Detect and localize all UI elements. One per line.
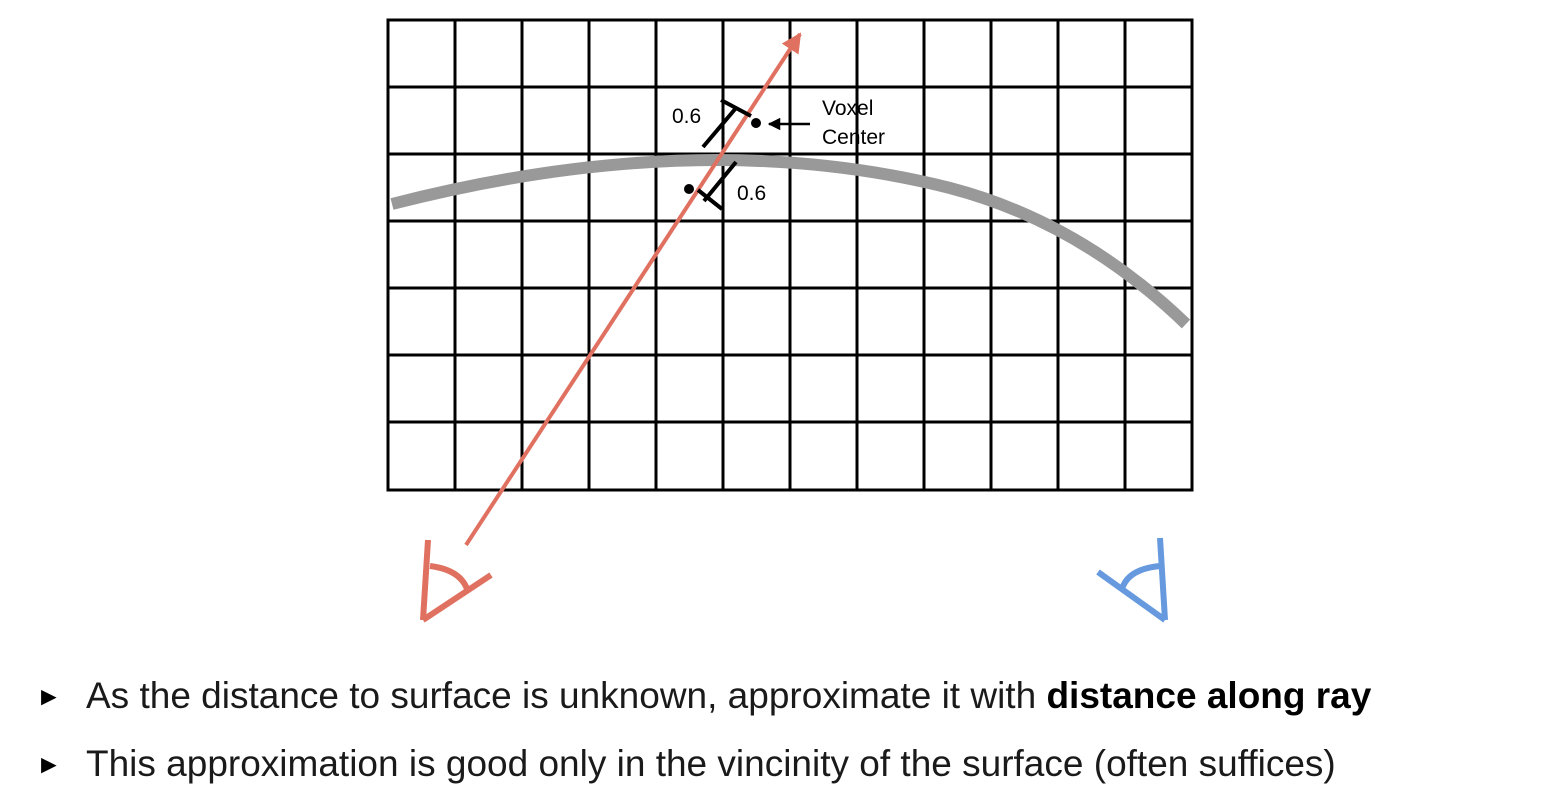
bullet-text: This approximation is good only in the v… xyxy=(86,743,1336,784)
label-distance-upper: 0.6 xyxy=(672,105,701,128)
bullet-marker-icon: ► xyxy=(36,749,62,779)
voxel-center-dot-upper xyxy=(751,118,761,128)
bullet-item: ► As the distance to surface is unknown,… xyxy=(36,662,1371,730)
bullet-list: ► As the distance to surface is unknown,… xyxy=(36,662,1371,798)
voxel-ray-diagram: 0.6 0.6 Voxel Center xyxy=(386,18,1194,623)
distance-brackets xyxy=(696,98,752,211)
voxel-center-dot-lower xyxy=(684,184,694,194)
bullet-marker-icon: ► xyxy=(36,681,62,711)
bullet-bold-text: distance along ray xyxy=(1046,675,1372,716)
bullet-text: As the distance to surface is unknown, a… xyxy=(86,675,1047,716)
voxel-grid xyxy=(386,18,1194,492)
bullet-item: ► This approximation is good only in the… xyxy=(36,730,1371,798)
camera-eye-icon xyxy=(420,539,493,623)
camera-eye-icon xyxy=(1096,537,1168,623)
surface-curve xyxy=(390,154,1191,329)
label-center: Center xyxy=(822,126,885,149)
label-voxel: Voxel xyxy=(822,97,873,120)
ray-arrow xyxy=(464,32,802,547)
label-distance-lower: 0.6 xyxy=(737,182,766,205)
